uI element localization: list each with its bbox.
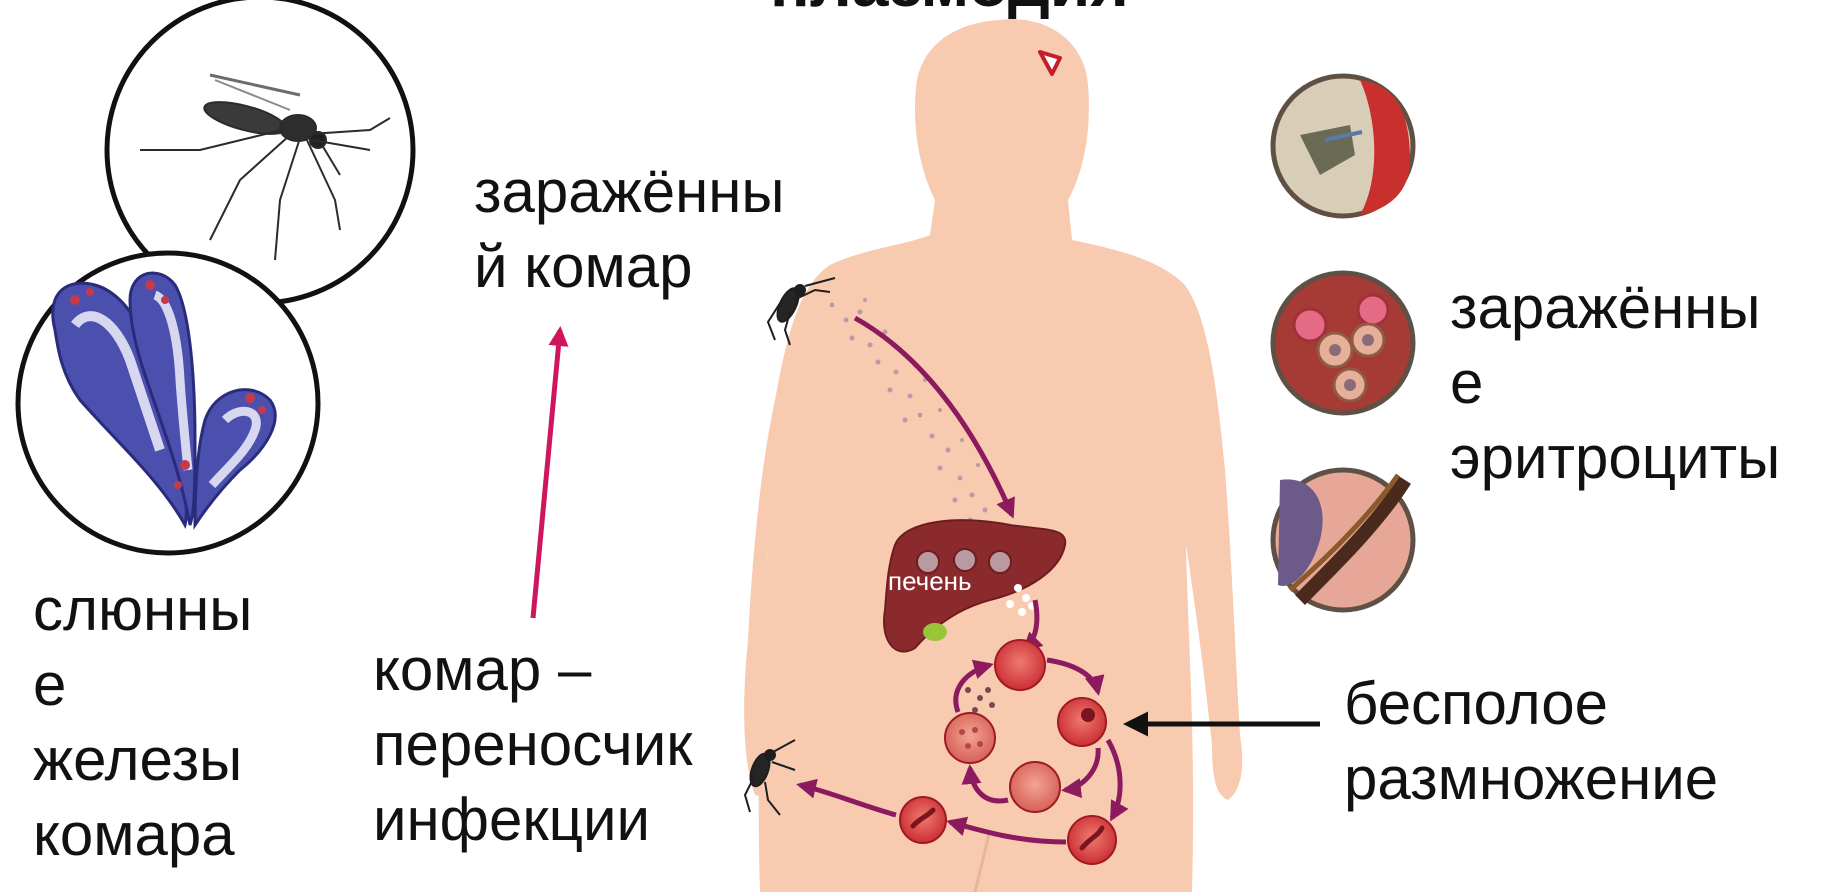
red-blood-cell-icon [900, 797, 946, 843]
red-blood-cell-icon [1058, 698, 1106, 746]
salivary-gland-circle [18, 253, 318, 553]
page-title: плазмодия [770, 0, 1129, 18]
blood-vessel-circle-3 [1273, 470, 1413, 610]
infected-mosquito-label: заражённы й комар [474, 154, 785, 304]
vector-label: комар – переносчик инфекции [373, 632, 692, 857]
red-blood-cell-icon [1010, 762, 1060, 812]
red-blood-cell-icon [1068, 816, 1116, 864]
human-body-silhouette [744, 19, 1242, 892]
asexual-reproduction-label: бесполое размножение [1344, 666, 1718, 816]
red-blood-cell-icon [945, 713, 995, 763]
salivary-glands-label: слюнны е железы комара [33, 572, 252, 872]
liver-label: печень [888, 566, 972, 597]
blood-vessel-circle-2 [1273, 273, 1413, 413]
infected-erythrocytes-label: заражённы е эритроциты [1450, 270, 1780, 495]
blood-vessel-circle-1 [1273, 76, 1413, 216]
red-blood-cell-icon [995, 640, 1045, 690]
vector-to-mosquito-arrow [533, 330, 560, 618]
